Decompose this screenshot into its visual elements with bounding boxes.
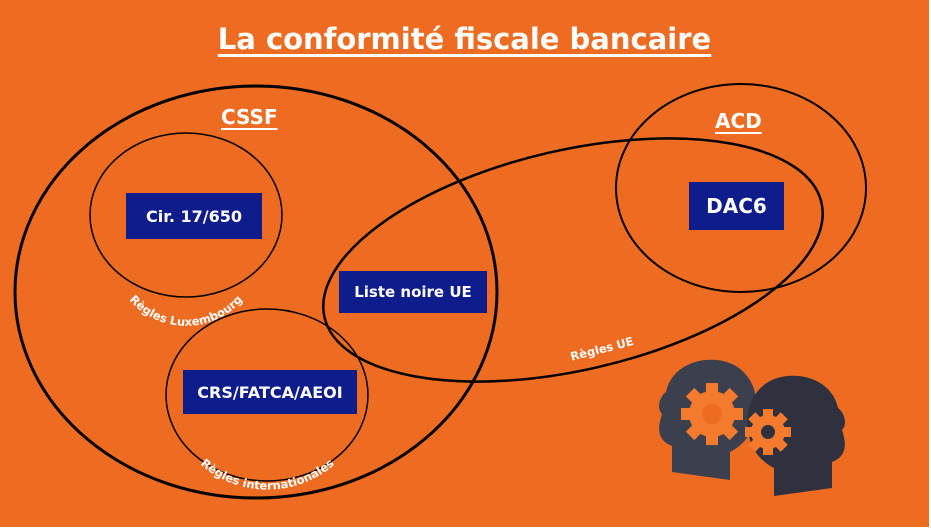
acd-ellipse [615, 83, 867, 293]
cssf-ellipse [13, 84, 499, 500]
dac6-box: DAC6 [689, 182, 784, 230]
eu-blacklist-box: Liste noire UE [339, 271, 487, 313]
lux-rules-circle [89, 132, 283, 298]
lux-rules-label: Règles Luxembourg [127, 292, 245, 329]
crs-box: CRS/FATCA/AEOI [183, 370, 357, 414]
circular-box: Cir. 17/650 [126, 193, 262, 239]
eu-rules-ellipse [322, 137, 824, 383]
page-title: La conformité fiscale bancaire [217, 22, 712, 56]
intl-rules-label: Règles internationales [198, 456, 336, 493]
acd-label: ACD [715, 109, 762, 133]
cssf-label: CSSF [221, 105, 278, 129]
intl-rules-circle [165, 308, 369, 482]
gear-heads-icon [659, 359, 845, 496]
